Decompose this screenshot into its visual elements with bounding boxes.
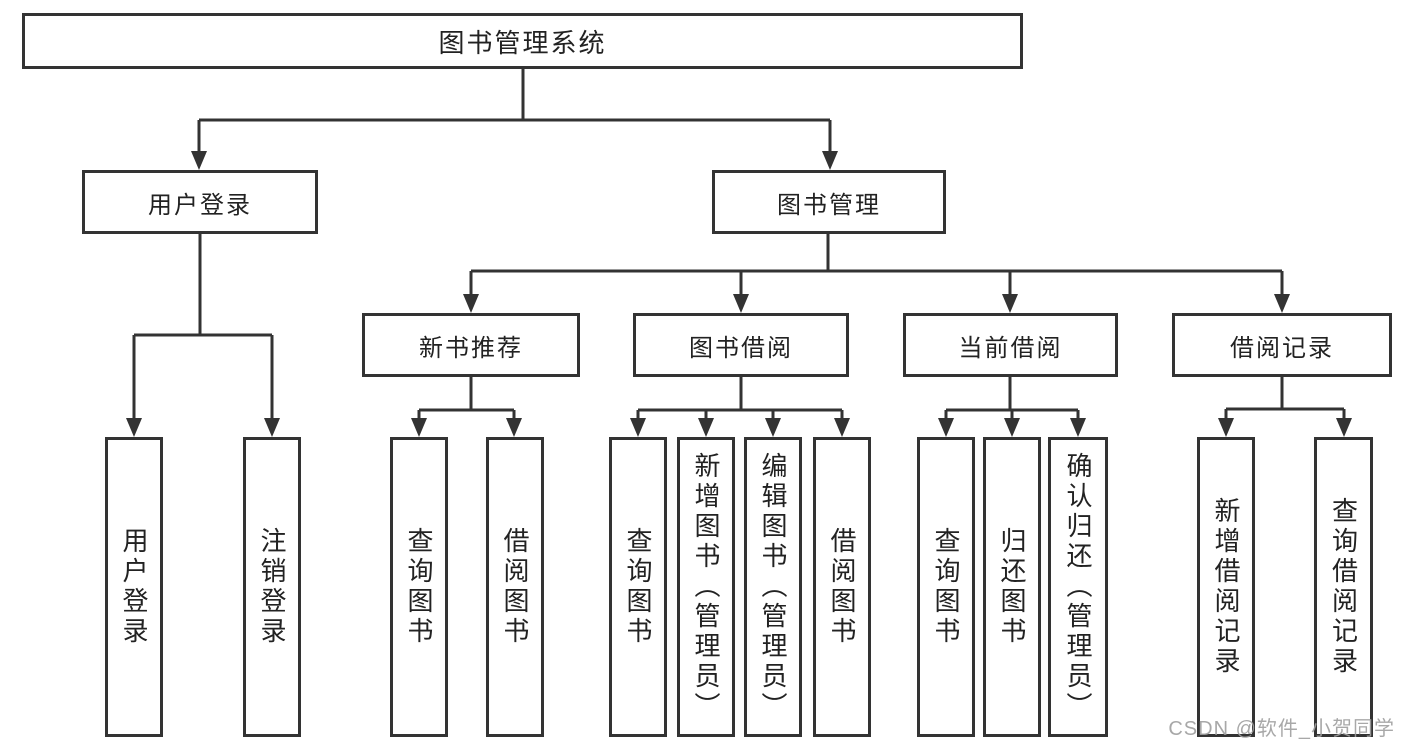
node-label: 编辑图书（管理员）	[758, 452, 788, 722]
node-current-borrow: 当前借阅	[903, 313, 1118, 377]
connector-book-management	[469, 233, 1284, 299]
connector-user-login	[132, 233, 274, 423]
connector-new-book-recommend	[417, 376, 516, 423]
leaf-query-books-3: 查询图书	[917, 437, 975, 737]
leaf-user-login: 用户登录	[105, 437, 163, 737]
node-label: 新增图书（管理员）	[691, 452, 721, 722]
node-label: 图书借阅	[689, 334, 793, 362]
node-label: 查询借阅记录	[1328, 497, 1359, 677]
connector-current-borrow	[944, 376, 1080, 423]
node-label: 注销登录	[257, 527, 287, 647]
node-user-login: 用户登录	[82, 170, 318, 234]
leaf-return-books: 归还图书	[983, 437, 1041, 737]
node-label: 借阅图书	[500, 527, 530, 647]
leaf-query-borrow-record: 查询借阅记录	[1314, 437, 1373, 737]
node-borrow-records: 借阅记录	[1172, 313, 1392, 377]
leaf-add-books-admin: 新增图书（管理员）	[677, 437, 735, 737]
connector-book-borrow	[636, 376, 844, 423]
leaf-add-borrow-record: 新增借阅记录	[1197, 437, 1255, 737]
node-book-borrow: 图书借阅	[633, 313, 849, 377]
arrowheads	[126, 151, 1352, 437]
node-label: 查询图书	[404, 527, 434, 647]
node-label: 借阅记录	[1230, 334, 1334, 362]
connector-borrow-records	[1224, 376, 1346, 423]
node-label: 图书管理系统	[438, 27, 607, 58]
node-label: 当前借阅	[958, 334, 1063, 362]
node-label: 用户登录	[148, 191, 252, 219]
node-label: 新增借阅记录	[1211, 497, 1241, 677]
connector-root	[197, 68, 832, 156]
node-label: 确认归还（管理员）	[1063, 452, 1093, 722]
node-label: 查询图书	[931, 527, 961, 647]
leaf-query-books-2: 查询图书	[609, 437, 667, 737]
node-label: 图书管理	[777, 191, 881, 219]
node-label: 查询图书	[623, 527, 653, 647]
leaf-borrow-books-2: 借阅图书	[813, 437, 871, 737]
leaf-borrow-books: 借阅图书	[486, 437, 544, 737]
node-label: 用户登录	[119, 527, 149, 647]
leaf-logout: 注销登录	[243, 437, 301, 737]
node-book-management: 图书管理	[712, 170, 946, 234]
leaf-query-books: 查询图书	[390, 437, 448, 737]
node-new-book-recommend: 新书推荐	[362, 313, 580, 377]
leaf-edit-books-admin: 编辑图书（管理员）	[744, 437, 802, 737]
csdn-watermark: CSDN @软件_小贺同学	[1168, 718, 1395, 740]
node-label: 新书推荐	[419, 334, 523, 362]
node-label: 归还图书	[997, 527, 1027, 647]
node-label: 借阅图书	[827, 527, 857, 647]
leaf-confirm-return-admin: 确认归还（管理员）	[1048, 437, 1108, 737]
node-library-system: 图书管理系统	[22, 13, 1023, 69]
